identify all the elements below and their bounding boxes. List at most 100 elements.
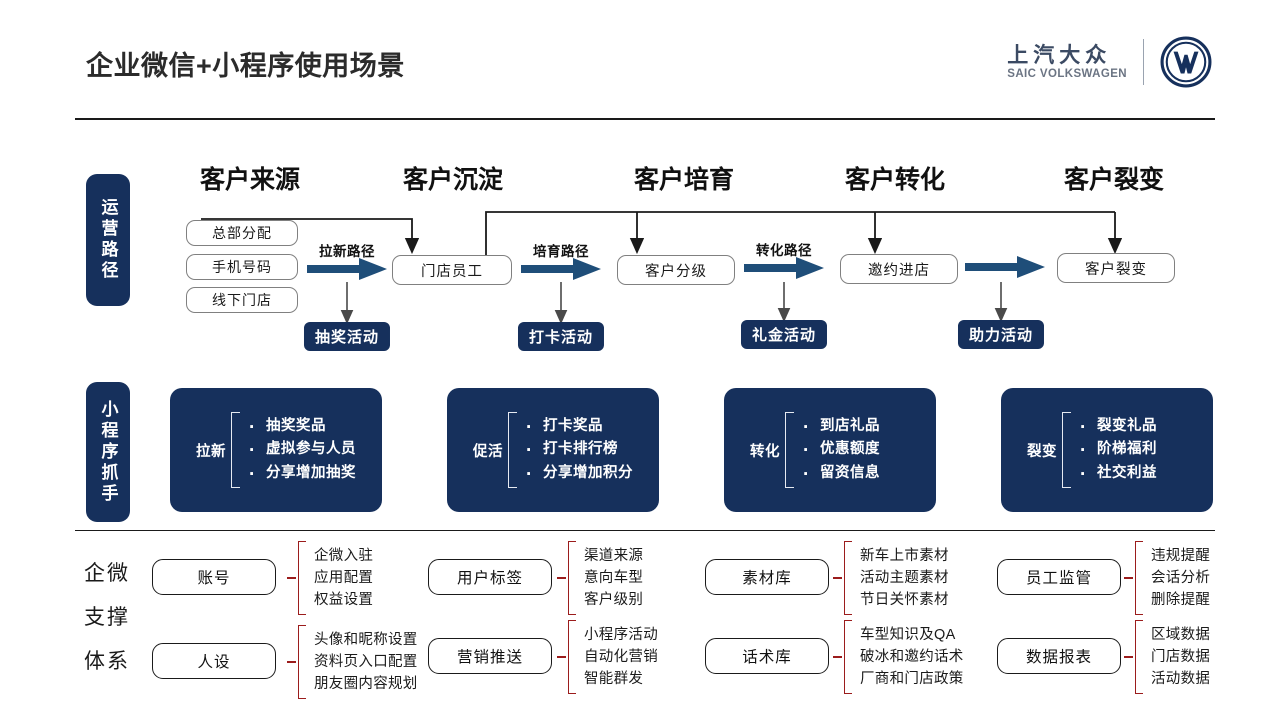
stage-title-customer-nurturing: 客户培育	[633, 166, 735, 194]
list-item: 客户级别	[584, 592, 644, 609]
source-box-offline-store[interactable]: 线下门店	[186, 287, 298, 313]
support-detail-user-tags: 渠道来源 意向车型 客户级别	[557, 541, 643, 615]
support-divider	[75, 530, 1215, 531]
list-item: 车型知识及QA	[860, 626, 956, 643]
path-label-acquisition: 拉新路径	[319, 244, 375, 259]
source-box-phone-number[interactable]: 手机号码	[186, 254, 298, 280]
support-detail-staff-supervision: 违规提醒 会话分析 删除提醒	[1124, 541, 1210, 615]
activity-badge-boost[interactable]: 助力活动	[957, 320, 1045, 349]
arrow-fission-icon	[965, 256, 1045, 278]
rail-mini-program-tools-label: 小程序抓手	[98, 399, 118, 505]
support-label-line-3: 体系	[84, 650, 130, 673]
mini-program-card-conversion[interactable]: 转化 到店礼品 优惠额度 留资信息	[724, 388, 936, 512]
list-item: 留资信息	[803, 460, 880, 491]
mini-program-item-list: 裂变礼品 阶梯福利 社交利益	[1080, 413, 1157, 491]
activity-badge-checkin[interactable]: 打卡活动	[517, 322, 605, 351]
path-label-conversion: 转化路径	[756, 243, 812, 258]
list-item: 阶梯福利	[1080, 436, 1157, 467]
flow-node-customer-tier[interactable]: 客户分级	[617, 255, 735, 285]
list-item: 朋友圈内容规划	[314, 676, 418, 693]
support-detail-data-reports: 区域数据 门店数据 活动数据	[1124, 620, 1210, 694]
support-item-list: 企微入驻 应用配置 权益设置	[314, 545, 373, 611]
flow-node-store-staff[interactable]: 门店员工	[392, 255, 512, 285]
mini-program-card-acquisition[interactable]: 拉新 抽奖奖品 虚拟参与人员 分享增加抽奖	[170, 388, 382, 512]
stage-title-customer-fission: 客户裂变	[1063, 166, 1165, 194]
brace-icon	[1135, 541, 1143, 615]
stage-title-customer-retention: 客户沉淀	[402, 166, 504, 194]
connector-dash-icon	[557, 656, 566, 658]
brand-name-en: SAIC VOLKSWAGEN	[1007, 68, 1127, 81]
support-item-list: 渠道来源 意向车型 客户级别	[584, 545, 643, 611]
mini-program-card-key: 拉新	[196, 443, 226, 460]
list-item: 优惠额度	[803, 436, 880, 467]
list-item: 分享增加抽奖	[249, 460, 356, 491]
connector-dash-icon	[287, 661, 296, 663]
connector-dash-icon	[1124, 577, 1133, 579]
support-node-asset-library[interactable]: 素材库	[705, 559, 829, 595]
support-detail-asset-library: 新车上市素材 活动主题素材 节日关怀素材	[833, 541, 949, 615]
brace-icon	[1062, 412, 1071, 488]
support-detail-account: 企微入驻 应用配置 权益设置	[287, 541, 373, 615]
rail-mini-program-tools: 小程序抓手	[86, 382, 130, 522]
list-item: 应用配置	[314, 569, 374, 586]
brace-icon	[298, 625, 306, 699]
support-node-persona[interactable]: 人设	[152, 643, 276, 679]
connector-dash-icon	[833, 577, 842, 579]
path-label-nurturing: 培育路径	[533, 244, 589, 259]
list-item: 打卡奖品	[526, 413, 633, 444]
flow-node-invite-to-store[interactable]: 邀约进店	[840, 254, 958, 284]
support-item-list: 头像和昵称设置 资料页入口配置 朋友圈内容规划	[314, 629, 418, 695]
list-item: 新车上市素材	[860, 547, 949, 564]
list-item: 删除提醒	[1151, 592, 1211, 609]
support-node-account[interactable]: 账号	[152, 559, 276, 595]
activity-badge-lottery[interactable]: 抽奖活动	[303, 322, 391, 351]
list-item: 会话分析	[1151, 569, 1211, 586]
list-item: 渠道来源	[584, 547, 644, 564]
connector-dash-icon	[287, 577, 296, 579]
brace-icon	[1135, 620, 1143, 694]
rail-operation-path-label: 运营路径	[98, 198, 118, 282]
list-item: 小程序活动	[584, 626, 658, 643]
support-node-marketing-push[interactable]: 营销推送	[428, 638, 552, 674]
support-node-script-library[interactable]: 话术库	[705, 638, 829, 674]
support-node-staff-supervision[interactable]: 员工监管	[997, 559, 1121, 595]
mini-program-card-fission[interactable]: 裂变 裂变礼品 阶梯福利 社交利益	[1001, 388, 1213, 512]
list-item: 活动数据	[1151, 671, 1211, 688]
list-item: 违规提醒	[1151, 547, 1211, 564]
list-item: 企微入驻	[314, 547, 374, 564]
support-node-data-reports[interactable]: 数据报表	[997, 638, 1121, 674]
support-label-line-1: 企微	[84, 562, 130, 585]
brace-icon	[568, 620, 576, 694]
source-box-hq-allocation[interactable]: 总部分配	[186, 220, 298, 246]
list-item: 区域数据	[1151, 626, 1211, 643]
mini-program-card-key: 裂变	[1027, 443, 1057, 460]
arrow-nurturing-icon	[521, 258, 601, 280]
list-item: 节日关怀素材	[860, 592, 949, 609]
support-item-list: 小程序活动 自动化营销 智能群发	[584, 624, 658, 690]
volkswagen-logo-icon	[1160, 36, 1212, 88]
list-item: 抽奖奖品	[249, 413, 356, 444]
list-item: 打卡排行榜	[526, 436, 633, 467]
list-item: 到店礼品	[803, 413, 880, 444]
stage-title-customer-conversion: 客户转化	[844, 166, 946, 194]
activity-badge-gift[interactable]: 礼金活动	[740, 320, 828, 349]
list-item: 活动主题素材	[860, 569, 949, 586]
support-detail-script-library: 车型知识及QA 破冰和邀约话术 厂商和门店政策	[833, 620, 964, 694]
rail-operation-path: 运营路径	[86, 174, 130, 306]
brace-icon	[844, 620, 852, 694]
mini-program-item-list: 抽奖奖品 虚拟参与人员 分享增加抽奖	[249, 413, 356, 491]
mini-program-card-activation[interactable]: 促活 打卡奖品 打卡排行榜 分享增加积分	[447, 388, 659, 512]
mini-program-item-list: 到店礼品 优惠额度 留资信息	[803, 413, 880, 491]
list-item: 厂商和门店政策	[860, 671, 964, 688]
list-item: 分享增加积分	[526, 460, 633, 491]
support-node-user-tags[interactable]: 用户标签	[428, 559, 552, 595]
flow-node-customer-fission[interactable]: 客户裂变	[1057, 253, 1175, 283]
list-item: 智能群发	[584, 671, 644, 688]
brand-divider	[1143, 39, 1144, 85]
arrow-acquisition-icon	[307, 258, 387, 280]
brace-icon	[785, 412, 794, 488]
header-divider	[75, 118, 1215, 120]
list-item: 意向车型	[584, 569, 644, 586]
brace-icon	[231, 412, 240, 488]
